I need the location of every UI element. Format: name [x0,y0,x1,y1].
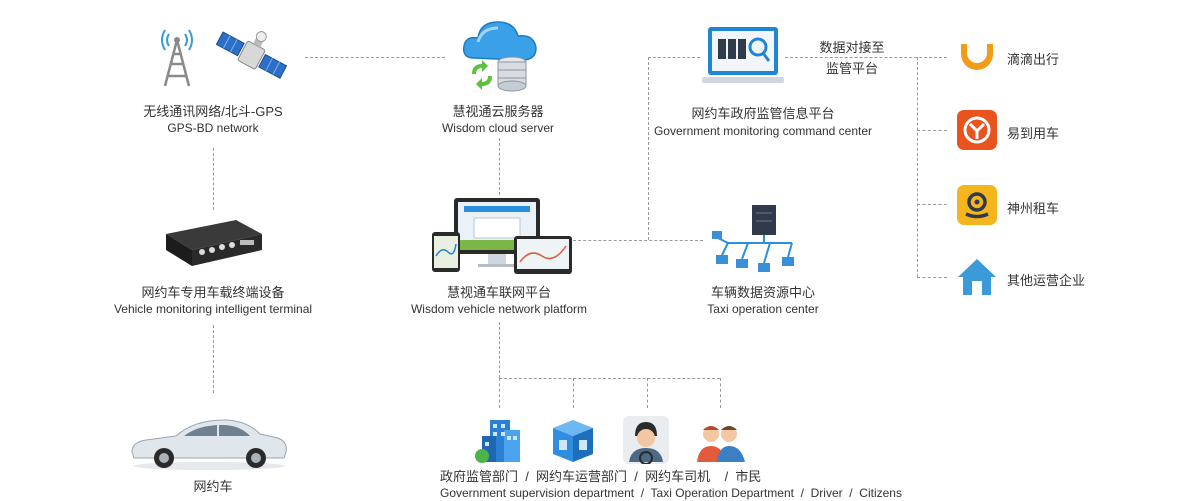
house-icon [957,257,997,302]
connector-gps-cloud [305,57,445,58]
platform-title-en: Wisdom vehicle network platform [410,302,588,316]
server-network-icon [708,203,800,282]
connector-gov-left [648,57,700,58]
sedan-car-icon [128,412,290,475]
connector-platform-center [573,240,703,241]
government-building-icon [474,416,524,469]
connector-services-trunk [917,57,918,277]
terminal-title-cn: 网约车专用车载终端设备 [141,285,285,300]
service-item-shenzhou[interactable]: 神州租车 [957,185,1059,230]
connector-legend-1 [499,378,500,408]
operations-cube-icon [549,418,597,469]
data-link-line2: 监管平台 [825,61,878,76]
service-item-didi[interactable]: 滴滴出行 [957,36,1059,81]
shenzhou-icon [957,185,997,230]
connector-legend-3 [647,378,648,408]
service-label: 滴滴出行 [1007,52,1060,67]
platform-title-cn: 慧视通车联网平台 [446,285,551,300]
cloud-title-cn: 慧视通云服务器 [452,104,544,119]
service-item-yidao[interactable]: 易到用车 [957,110,1059,155]
connector-service-4 [917,277,947,278]
service-item-other[interactable]: 其他运营企业 [957,257,1085,302]
data-link-line1: 数据对接至 [819,40,885,55]
connector-cloud-platform [499,138,500,195]
vehicle-terminal-icon [162,214,266,275]
service-label: 神州租车 [1007,201,1060,216]
connector-gps-terminal [213,148,214,210]
legend: 政府监管部门 / 网约车运营部门 / 网约车司机 / 市民 Government… [440,468,902,501]
connector-service-3 [917,204,947,205]
connector-terminal-car [213,325,214,393]
connector-service-2 [917,130,947,131]
gps-title-en: GPS-BD network [167,121,259,135]
connector-legend-bus [499,378,720,379]
cloud-server-icon [460,12,540,97]
yidao-icon [957,110,997,155]
gps-title-cn: 无线通讯网络/北斗-GPS [143,104,283,119]
connector-legend-2 [573,378,574,408]
car-title-cn: 网约车 [193,479,233,494]
terminal-title-en: Vehicle monitoring intelligent terminal [113,302,313,316]
service-label: 易到用车 [1007,126,1060,141]
citizens-icon [695,420,747,469]
legend-cn: 政府监管部门 / 网约车运营部门 / 网约车司机 / 市民 [440,469,762,484]
gov-title-en: Government monitoring command center [653,124,873,138]
service-label: 其他运营企业 [1007,273,1086,288]
legend-en: Government supervision department / Taxi… [440,486,902,500]
radio-tower-icon [157,20,197,93]
connector-platform-legend [499,322,500,378]
satellite-icon [213,28,289,89]
connector-center-gov [648,57,649,240]
multi-device-icon [430,196,574,281]
center-title-en: Taxi operation center [707,302,819,316]
didi-icon [957,36,997,81]
connector-gov-right [785,57,947,58]
center-title-cn: 车辆数据资源中心 [710,285,815,300]
connector-legend-4 [720,378,721,408]
gov-title-cn: 网约车政府监管信息平台 [691,106,835,121]
driver-icon [623,416,669,469]
monitor-search-icon [702,25,784,92]
cloud-title-en: Wisdom cloud server [441,121,555,135]
